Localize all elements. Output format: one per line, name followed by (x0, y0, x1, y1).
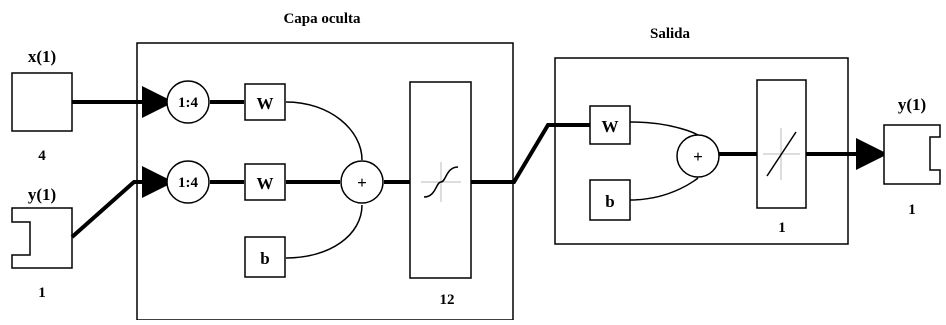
tansig-curve-icon (423, 166, 459, 198)
output-layer-title: Salida (650, 26, 691, 42)
hidden-layer: Capa oculta 1:4 1:4 W W b + 12 (70, 11, 514, 321)
output-y-size: 1 (908, 202, 916, 218)
wire-b-to-sum (285, 204, 363, 259)
wire-w-to-sum-output (629, 121, 699, 136)
tapped-delay-top (166, 80, 210, 124)
tapped-delay-bottom-label: 1:4 (178, 175, 198, 191)
output-y-label: y(1) (898, 95, 926, 114)
sum-hidden-label: + (357, 173, 367, 192)
bias-hidden-label: b (260, 249, 269, 268)
weight-bottom-label: W (257, 174, 274, 193)
output-layer-frame (554, 57, 849, 245)
weight-block-bottom (244, 163, 286, 201)
input-y-label: y(1) (28, 185, 56, 204)
sum-output-label: + (693, 147, 703, 166)
input-x-group: x(1) 4 (11, 47, 73, 164)
wire-b-to-sum-output (629, 177, 699, 201)
sum-junction-hidden (340, 160, 384, 204)
output-layer: Salida W b + 1 (554, 26, 849, 245)
input-y-group: y(1) 1 (11, 185, 73, 301)
bias-block-hidden (244, 236, 286, 278)
output-y-block (883, 124, 941, 185)
bias-output-label: b (605, 192, 614, 211)
input-x-size: 4 (38, 148, 46, 164)
purelin-line-icon (766, 131, 797, 177)
wire-hidden-to-output (471, 123, 590, 184)
input-y-block (11, 207, 73, 269)
weight-block-top (244, 83, 286, 121)
hidden-layer-size: 12 (440, 292, 455, 308)
weight-output-label: W (602, 117, 619, 136)
weight-top-label: W (257, 94, 274, 113)
input-y-size: 1 (38, 285, 46, 301)
wire-w1-to-sum (285, 101, 363, 161)
input-x-label: x(1) (28, 47, 56, 66)
hidden-layer-title: Capa oculta (283, 11, 361, 27)
input-x-block (11, 72, 73, 132)
output-y-group: y(1) 1 (883, 95, 941, 218)
tapped-delay-bottom (166, 160, 210, 204)
tapped-delay-top-label: 1:4 (178, 95, 198, 111)
wire-y-to-delay (70, 166, 174, 239)
output-layer-size: 1 (778, 220, 786, 236)
weight-block-output (589, 105, 631, 145)
